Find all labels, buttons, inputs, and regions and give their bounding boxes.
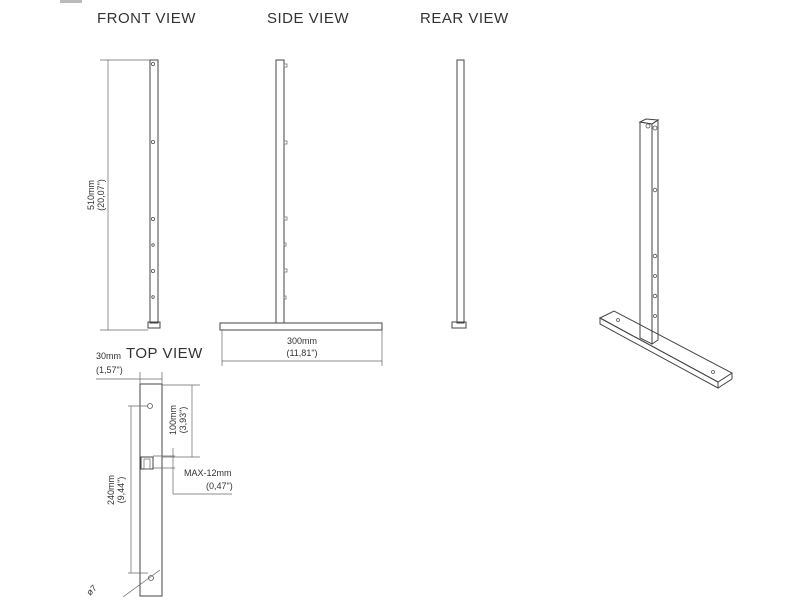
isometric-view [598, 118, 733, 389]
hole-diameter-dimension: ø7 [84, 569, 161, 598]
offset-dim-label: 100mm [168, 405, 178, 435]
side-view: SIDE VIEW 300mm (11,81") [219, 10, 383, 366]
base-side [599, 317, 719, 389]
top-view-title: TOP VIEW [126, 345, 203, 362]
mounting-studs [645, 123, 658, 318]
height-dimension: 510mm (20,07") [86, 59, 150, 331]
post [456, 59, 465, 324]
width-dim-inch-label: (11,81") [286, 348, 317, 358]
rear-view: REAR VIEW [420, 10, 509, 329]
offset-dimension: 100mm (3,93") [162, 384, 200, 458]
length-dim-label: 240mm [106, 475, 116, 505]
post [149, 59, 159, 324]
length-dim-inch-label: (9,44") [116, 477, 126, 504]
front-view: FRONT VIEW 510mm (20,07") [86, 10, 196, 331]
width-dim-label: 300mm [287, 336, 317, 346]
hole-dim-label: ø7 [84, 583, 99, 598]
post-front [639, 121, 653, 345]
width-dimension: 300mm (11,81") [221, 330, 383, 366]
width-dim-label: 30mm [96, 351, 121, 361]
top-view: TOP VIEW 30mm (1,57") 100mm (3,93") MAX-… [84, 345, 232, 597]
hole [147, 403, 153, 409]
max-dim-inch-label: (0,47") [206, 481, 233, 491]
base-outline [139, 383, 163, 597]
front-view-title: FRONT VIEW [97, 10, 196, 27]
length-dimension: 240mm (9,44") [106, 405, 148, 574]
mounting-studs [283, 63, 288, 300]
corner-mark [60, 0, 82, 3]
base [451, 321, 467, 329]
offset-dim-inch-label: (3,93") [178, 407, 188, 434]
max-dim-label: MAX-12mm [184, 468, 232, 478]
rear-view-title: REAR VIEW [420, 10, 509, 27]
side-view-title: SIDE VIEW [267, 10, 349, 27]
post-top [638, 118, 660, 125]
post [275, 59, 285, 324]
height-dim-label: 510mm [86, 180, 96, 210]
width-dim-inch-label: (1,57") [96, 365, 123, 375]
height-dim-inch-label: (20,07") [96, 179, 106, 211]
post-side [651, 119, 659, 345]
mounting-holes [150, 62, 155, 299]
base [147, 321, 161, 329]
width-dimension: 30mm (1,57") [96, 351, 163, 384]
base [219, 322, 383, 331]
max-dimension: MAX-12mm (0,47") [153, 448, 233, 495]
